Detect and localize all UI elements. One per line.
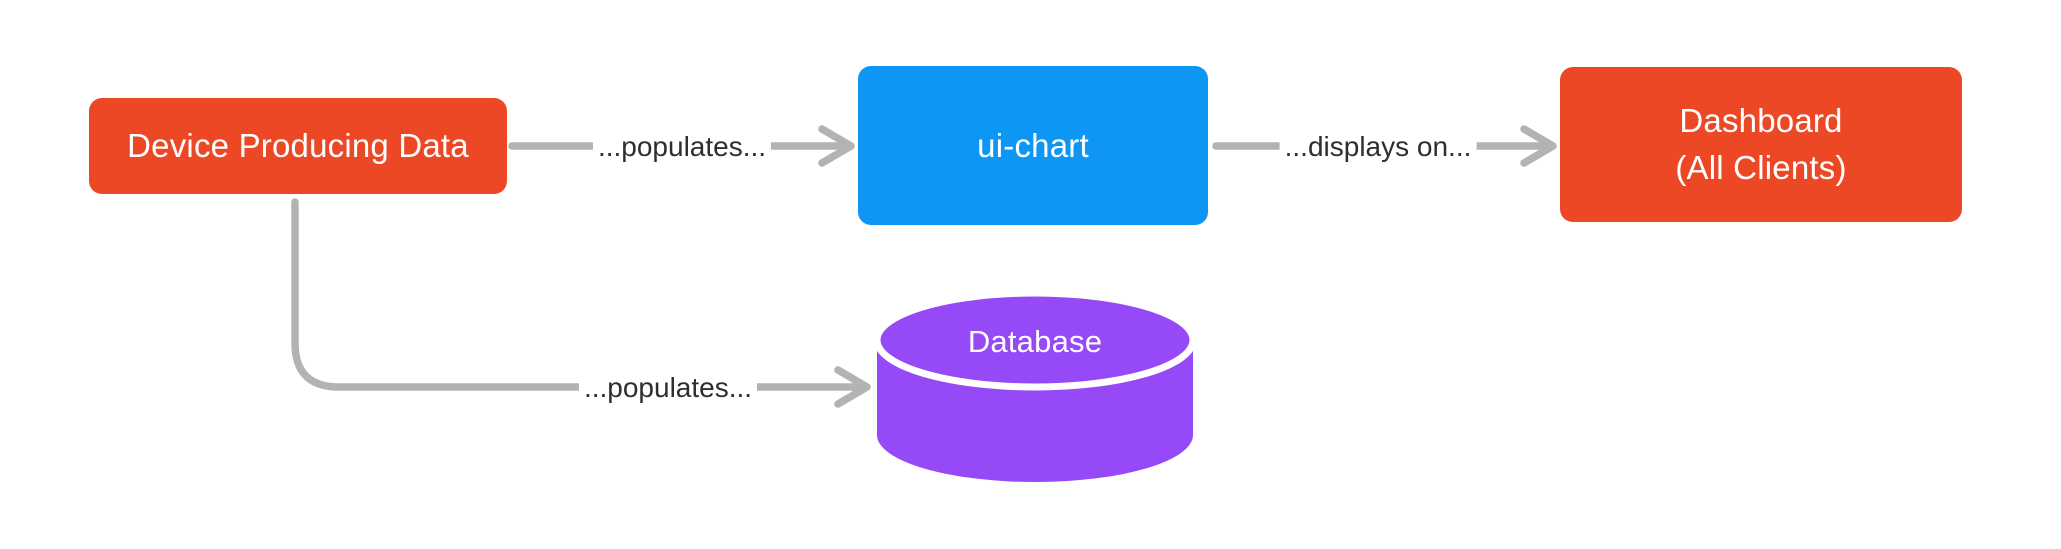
node-label-line-2: (All Clients) [1675,148,1847,186]
edge-uichart-to-dashboard [1212,125,1557,167]
node-dashboard[interactable]: Dashboard (All Clients) [1560,67,1962,222]
edge-label-displays-on: ...displays on... [1279,131,1477,163]
cylinder-top-ellipse [873,289,1197,391]
edge-device-to-uichart [508,125,855,167]
edge1-arrowhead-icon [818,125,855,167]
edge2-arrowhead-icon [1520,125,1557,167]
edge3-curved-segment [291,198,587,391]
node-label: Device Producing Data [127,127,469,164]
node-device-producing-data[interactable]: Device Producing Data [89,98,507,194]
cylinder-body [877,340,1193,482]
edge-label-populates-1: ...populates... [592,131,772,163]
edge-device-to-database [291,198,871,408]
node-label: ui-chart [977,126,1089,164]
node-ui-chart[interactable]: ui-chart [858,66,1208,225]
node-label-database: Database [967,324,1103,359]
edge-label-populates-2: ...populates... [578,372,758,404]
edge3-arrowhead-icon [834,366,871,408]
node-database-cylinder[interactable] [873,289,1197,482]
node-label-line-1: Dashboard [1679,102,1843,140]
